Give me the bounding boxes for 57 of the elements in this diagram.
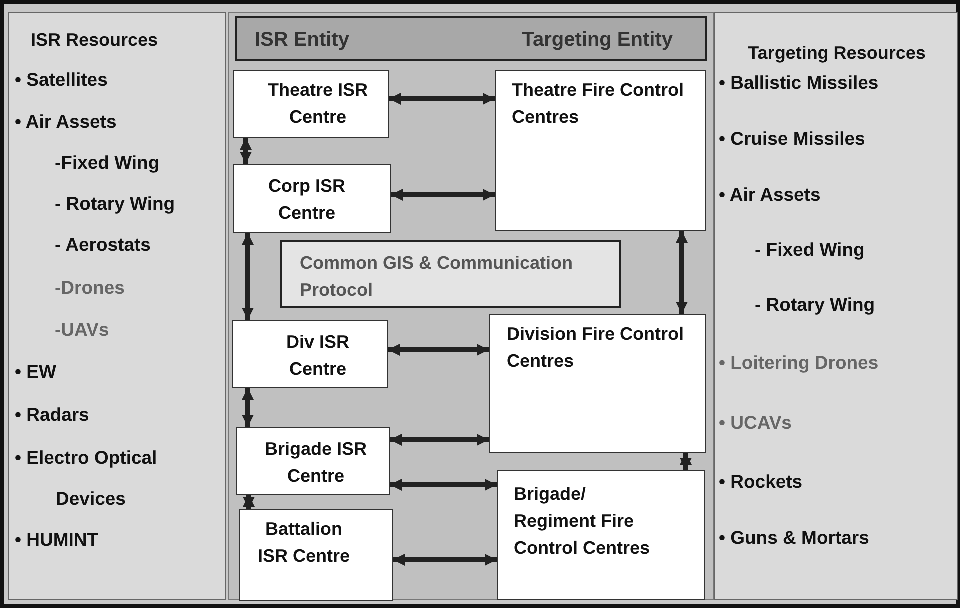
- box-label: Corp ISR Centre: [267, 175, 346, 225]
- resource-panel: [8, 12, 226, 600]
- list-item: • Cruise Missiles: [719, 127, 866, 151]
- process-box: [233, 70, 389, 138]
- double-arrow: [389, 93, 495, 105]
- list-item: -UAVs: [55, 318, 110, 342]
- list-item: • Rockets: [719, 470, 803, 494]
- process-box: [233, 164, 391, 233]
- process-box: [497, 470, 705, 600]
- process-box: [495, 70, 706, 231]
- resource-panel: [714, 12, 958, 600]
- list-item: • Radars: [15, 403, 90, 427]
- panel-heading: ISR Resources: [31, 29, 160, 52]
- box-label: Theatre Fire Control Centres: [512, 79, 686, 129]
- double-arrow: [680, 453, 692, 470]
- list-item: - Rotary Wing: [755, 293, 876, 317]
- list-item: • Air Assets: [719, 183, 821, 207]
- list-item: • Loitering Drones: [719, 351, 879, 375]
- list-item: - Aerostats: [55, 233, 151, 257]
- list-item: -Fixed Wing: [55, 151, 160, 175]
- double-arrow: [391, 189, 495, 201]
- box-label: Div ISR Centre: [285, 331, 351, 381]
- list-item: • Satellites: [15, 68, 108, 92]
- box-label: Division Fire Control Centres: [507, 323, 686, 373]
- double-arrow: [388, 344, 489, 356]
- list-item: - Rotary Wing: [55, 192, 176, 216]
- list-item: • Air Assets: [15, 110, 117, 134]
- process-box: [280, 240, 621, 308]
- box-label: Brigade ISR Centre: [264, 438, 368, 488]
- header-label: ISR Entity: [255, 28, 350, 53]
- process-box: [236, 427, 390, 495]
- list-item: -Drones: [55, 276, 125, 300]
- list-item: - Fixed Wing: [755, 238, 865, 262]
- double-arrow: [243, 495, 255, 509]
- process-box: [239, 509, 393, 601]
- list-item: • Guns & Mortars: [719, 526, 870, 550]
- double-arrow: [242, 388, 254, 427]
- double-arrow: [242, 233, 254, 320]
- box-label: Brigade/ Regiment Fire Control Centres: [514, 483, 652, 560]
- double-arrow: [393, 554, 497, 566]
- list-item: • EW: [15, 360, 56, 384]
- box-label: Common GIS & Communication Protocol: [300, 252, 574, 302]
- double-arrow: [676, 231, 688, 314]
- box-label: Theatre ISR Centre: [266, 79, 370, 129]
- process-box: [232, 320, 388, 388]
- box-label: Battalion ISR Centre: [256, 518, 352, 568]
- list-item: • Ballistic Missiles: [719, 71, 879, 95]
- double-arrow: [240, 138, 252, 164]
- list-item: • Electro Optical Devices: [15, 446, 158, 511]
- process-box: [489, 314, 706, 453]
- list-item: • HUMINT: [15, 528, 99, 552]
- double-arrow: [390, 479, 497, 491]
- double-arrow: [390, 434, 489, 446]
- header-label: Targeting Entity: [522, 28, 673, 53]
- list-item: • UCAVs: [719, 411, 792, 435]
- panel-heading: Targeting Resources: [747, 42, 927, 65]
- header-band: [235, 16, 707, 61]
